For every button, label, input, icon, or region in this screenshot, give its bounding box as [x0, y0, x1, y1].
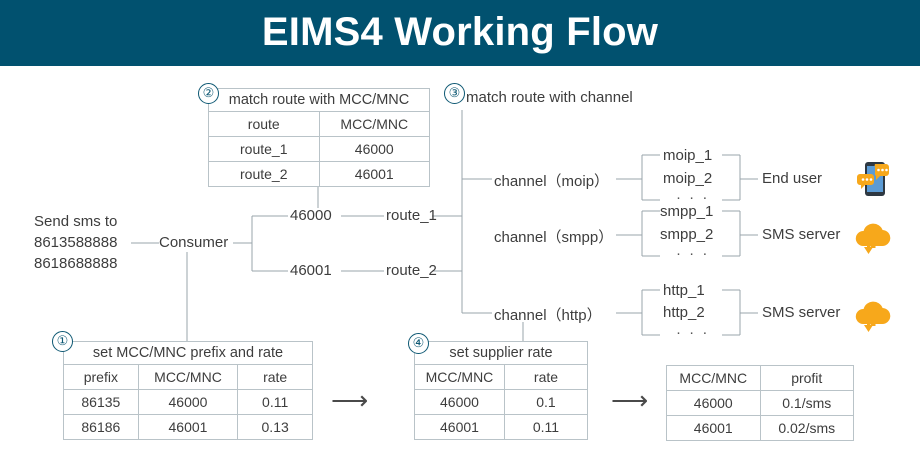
table-row: route_1 46000 — [208, 136, 430, 162]
step-marker-4: ④ — [408, 333, 429, 354]
mccmnc-branch-bottom: 46001 — [290, 262, 332, 279]
step-marker-2: ② — [198, 83, 219, 104]
source-line-3: 8618688888 — [34, 255, 118, 272]
mccmnc-branch-top: 46000 — [290, 207, 332, 224]
route-branch-top: route_1 — [386, 207, 437, 224]
prefix-table-header-0: prefix — [63, 364, 139, 390]
channel-instance-http-more: · · · — [676, 324, 710, 341]
route-table-cell-0-1: 46000 — [318, 136, 430, 162]
route-table-cell-0-0: route_1 — [208, 136, 320, 162]
table-row: 46001 0.11 — [414, 414, 589, 440]
channel-target-http: SMS server — [762, 304, 841, 321]
channel-instance-moip-2: moip_2 — [663, 170, 713, 187]
channel-instance-smpp-1: smpp_1 — [660, 203, 714, 220]
channel-instance-moip-more: · · · — [676, 189, 710, 206]
consumer-node: Consumer — [159, 234, 229, 251]
profit-table: MCC/MNC profit 46000 0.1/sms 46001 0.02/… — [666, 365, 854, 441]
prefix-table-cell-1-2: 0.13 — [237, 414, 313, 440]
arrow-supplier-to-profit: ⟶ — [611, 385, 649, 415]
table-header-row: MCC/MNC rate — [414, 364, 589, 390]
channel-target-moip: End user — [762, 170, 823, 187]
arrow-prefix-to-supplier: ⟶ — [331, 385, 369, 415]
channel-instance-smpp-more: · · · — [676, 245, 710, 262]
supplier-table-header-0: MCC/MNC — [414, 364, 505, 390]
supplier-table-cell-1-0: 46001 — [414, 414, 505, 440]
channel-instance-http-2: http_2 — [663, 304, 705, 321]
channel-label-http: channel（http） — [494, 307, 602, 324]
channel-instance-moip-1: moip_1 — [663, 147, 713, 164]
prefix-rate-table-caption: set MCC/MNC prefix and rate — [63, 341, 313, 364]
supplier-table-cell-0-0: 46000 — [414, 389, 505, 415]
prefix-table-cell-0-0: 86135 — [63, 389, 139, 415]
title-bar: EIMS4 Working Flow — [0, 0, 920, 66]
table-row: 46001 0.02/sms — [666, 415, 854, 441]
step-marker-1: ① — [52, 331, 73, 352]
route-table-header-0: route — [208, 111, 320, 137]
table-row: 86135 46000 0.11 — [63, 389, 313, 415]
profit-table-cell-1-1: 0.02/sms — [759, 415, 854, 441]
route-branch-bottom: route_2 — [386, 262, 437, 279]
route-table-caption: match route with MCC/MNC — [208, 88, 430, 111]
phone-chat-icon — [852, 158, 894, 205]
channel-instance-http-1: http_1 — [663, 282, 705, 299]
profit-table-header-1: profit — [759, 365, 854, 391]
table-header-row: route MCC/MNC — [208, 111, 430, 137]
cloud-transfer-icon — [852, 296, 894, 341]
supplier-table-header-1: rate — [503, 364, 589, 390]
channel-label-moip: channel（moip） — [494, 173, 610, 190]
prefix-table-cell-1-1: 46001 — [137, 414, 239, 440]
channel-target-smpp: SMS server — [762, 226, 841, 243]
page-title: EIMS4 Working Flow — [261, 10, 659, 54]
source-line-1: Send sms to — [34, 213, 118, 230]
route-table-header-1: MCC/MNC — [318, 111, 430, 137]
supplier-rate-table-caption: set supplier rate — [414, 341, 588, 364]
supplier-table-cell-1-1: 0.11 — [503, 414, 589, 440]
source-line-2: 8613588888 — [34, 234, 118, 251]
channel-label-smpp: channel（smpp） — [494, 229, 614, 246]
prefix-rate-table: set MCC/MNC prefix and rate prefix MCC/M… — [63, 341, 313, 440]
route-table-cell-1-1: 46001 — [318, 161, 430, 187]
table-row: 46000 0.1/sms — [666, 390, 854, 416]
prefix-table-header-1: MCC/MNC — [137, 364, 239, 390]
profit-table-cell-0-1: 0.1/sms — [759, 390, 854, 416]
table-row: route_2 46001 — [208, 161, 430, 187]
table-row: 46000 0.1 — [414, 389, 589, 415]
table-row: 86186 46001 0.13 — [63, 414, 313, 440]
prefix-table-cell-0-2: 0.11 — [237, 389, 313, 415]
channel-instance-smpp-2: smpp_2 — [660, 226, 714, 243]
profit-table-cell-1-0: 46001 — [666, 415, 761, 441]
profit-table-cell-0-0: 46000 — [666, 390, 761, 416]
prefix-table-header-2: rate — [237, 364, 313, 390]
profit-table-header-0: MCC/MNC — [666, 365, 761, 391]
route-table: match route with MCC/MNC route MCC/MNC r… — [208, 88, 430, 187]
supplier-table-cell-0-1: 0.1 — [503, 389, 589, 415]
channel-section-caption: match route with channel — [466, 89, 633, 106]
prefix-table-cell-0-1: 46000 — [137, 389, 239, 415]
step-marker-3: ③ — [444, 83, 465, 104]
table-header-row: MCC/MNC profit — [666, 365, 854, 391]
prefix-table-cell-1-0: 86186 — [63, 414, 139, 440]
supplier-rate-table: set supplier rate MCC/MNC rate 46000 0.1… — [414, 341, 589, 440]
cloud-transfer-icon — [852, 218, 894, 263]
table-header-row: prefix MCC/MNC rate — [63, 364, 313, 390]
route-table-cell-1-0: route_2 — [208, 161, 320, 187]
